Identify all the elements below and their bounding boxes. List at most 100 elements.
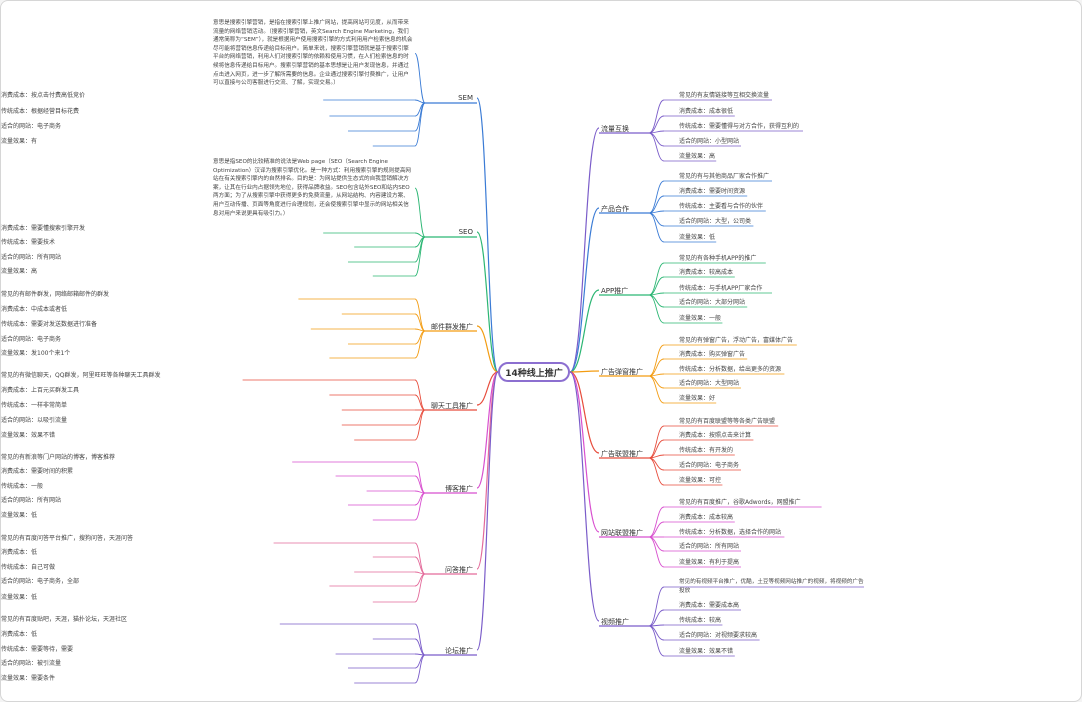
branch-left-5-item-0: 常见的有百度问答平台推广，搜狗问答，天涯问答	[1, 535, 134, 542]
link-left-0-4	[414, 102, 426, 147]
branch-left-3-item-2: 传统成本：一样非常简单	[1, 402, 68, 409]
link-root-right-5	[569, 371, 600, 533]
branch-left-6[interactable]: 论坛推广	[445, 647, 473, 655]
branch-right-4-item-4: 流量效果：可控	[679, 477, 722, 484]
branch-left-4-item-0: 常见的有新浪等门户网站的博客，博客推荐	[1, 454, 116, 461]
link-root-right-6	[569, 371, 600, 622]
branch-left-3-item-3: 适合的网站：以吸引流量	[1, 417, 68, 424]
link-right-5-1	[648, 521, 665, 538]
branch-left-6-item-3: 适合的网站：被引流量	[1, 660, 62, 667]
branch-right-6-item-1: 消费成本：需要成本高	[679, 602, 740, 609]
branch-left-1[interactable]: SEO	[458, 228, 473, 236]
branch-right-2-item-4: 流量效果：一般	[679, 315, 722, 322]
branch-right-0-item-0: 常见的有友情链接等互相交换流量	[679, 92, 770, 99]
branch-right-4-item-2: 传统成本：有开发的	[679, 447, 734, 454]
branch-right-6-item-3: 适合的网站：对视频要求较高	[679, 632, 758, 639]
branch-right-3-item-3: 适合的网站：大型网站	[679, 380, 740, 387]
branch-right-0-item-4: 流量效果：高	[679, 153, 716, 160]
link-right-5-0	[648, 506, 665, 538]
branch-left-0[interactable]: SEM	[458, 94, 473, 102]
branch-right-5[interactable]: 网站联盟推广	[601, 529, 643, 537]
branch-right-1[interactable]: 产品合作	[601, 205, 629, 213]
branch-right-0-item-3: 适合的网站：小型网站	[679, 138, 740, 145]
branch-left-5[interactable]: 问答推广	[445, 566, 473, 574]
link-right-5-3	[648, 536, 665, 552]
link-right-0-3	[648, 132, 665, 147]
branch-right-3-item-2: 传统成本：分析数据，给出更多的资源	[679, 366, 782, 373]
branch-right-6[interactable]: 视频推广	[601, 618, 629, 626]
branch-left-2-item-3: 适合的网站：电子商务	[1, 336, 62, 343]
link-right-3-0	[648, 344, 665, 377]
branch-right-6-item-4: 流量效果：效果不错	[679, 648, 734, 655]
branch-right-6-item-0: 常见的有视频平台推广，优酷，土豆等视频网站推广的视频，将视频的广告投放	[679, 579, 864, 594]
branch-left-5-item-3: 适合的网站：电子商务，全部	[1, 578, 80, 585]
link-left-5-4	[414, 573, 426, 603]
branch-left-4-item-4: 流量效果：低	[1, 512, 38, 519]
link-root-left-0	[476, 97, 499, 373]
branch-left-1-paragraph: 意思是指SEO的比较精准的说法是Web page（SEO（Search Engi…	[213, 159, 412, 217]
link-root-left-6	[476, 371, 499, 651]
branch-right-1-item-3: 适合的网站：大型，公司类	[679, 218, 752, 225]
branch-right-3[interactable]: 广告弹窗推广	[601, 368, 643, 376]
link-right-3-4	[648, 375, 665, 404]
link-right-2-1	[648, 276, 665, 296]
link-right-1-4	[648, 212, 665, 243]
link-right-2-4	[648, 294, 665, 324]
link-root-left-4	[476, 371, 499, 489]
branch-left-0-paragraph: 意思是搜索引擎营销，是指在搜索引擎上推广网站，提高网站可见度，从而带来流量的网络…	[213, 20, 413, 87]
link-left-0-0	[414, 52, 426, 104]
branch-right-2-item-2: 传统成本：与手机APP厂家合作	[679, 285, 763, 292]
link-left-4-4	[414, 492, 426, 521]
link-root-left-1	[476, 231, 499, 373]
link-right-4-4	[648, 457, 665, 486]
branch-left-0-item-0: 消费成本：按点击付费高低竞价	[1, 92, 86, 99]
branch-right-6-item-2: 传统成本：较高	[679, 617, 722, 624]
branch-right-1-item-4: 流量效果：低	[679, 234, 716, 241]
branch-right-1-item-2: 传统成本：主要看与合作的伙伴	[679, 203, 764, 210]
link-root-left-3	[476, 371, 499, 406]
link-left-2-4	[414, 330, 426, 359]
branch-left-4-item-3: 适合的网站：所有网站	[1, 497, 62, 504]
branch-left-3-item-4: 流量效果：效果不错	[1, 432, 56, 439]
branch-left-2-item-2: 传统成本：需要对发送数据进行准备	[1, 321, 98, 328]
link-left-4-0	[414, 461, 426, 494]
branch-left-2[interactable]: 邮件群发推广	[431, 323, 473, 331]
branch-left-6-item-1: 消费成本：低	[1, 631, 38, 638]
link-root-left-5	[476, 371, 499, 570]
link-root-right-3	[569, 370, 600, 373]
branch-right-2[interactable]: APP推广	[601, 287, 629, 295]
branch-left-0-item-3: 流量效果：有	[1, 138, 38, 145]
branch-right-5-item-3: 适合的网站：所有网站	[679, 543, 740, 550]
root-node[interactable]: 14种线上推广	[498, 362, 570, 382]
branch-right-2-item-1: 消费成本：较高成本	[679, 269, 734, 276]
branch-left-4-item-2: 传统成本：一般	[1, 483, 44, 490]
branch-left-5-item-4: 流量效果：低	[1, 594, 38, 601]
link-left-5-0	[414, 542, 426, 575]
branch-right-5-item-2: 传统成本：分析数据，选择合作的网站	[679, 529, 782, 536]
link-right-6-4	[648, 625, 665, 657]
branch-right-0-item-2: 传统成本：需要懂得与对方合作，获得互利的	[679, 123, 800, 130]
branch-left-0-item-1: 传统成本：根据经营目标花费	[1, 108, 80, 115]
link-left-1-4	[414, 236, 426, 277]
branch-left-4[interactable]: 博客推广	[445, 485, 473, 493]
branch-left-3[interactable]: 聊天工具推广	[431, 402, 473, 410]
branch-left-4-item-1: 消费成本：需要时间的积累	[1, 468, 74, 475]
branch-right-4[interactable]: 广告联盟推广	[601, 450, 643, 458]
branch-left-2-item-0: 常见的有邮件群发，网络邮箱邮件的群发	[1, 291, 110, 298]
branch-right-4-item-1: 消费成本：按照点击来计算	[679, 432, 752, 439]
branch-left-1-item-3: 流量效果：高	[1, 268, 38, 275]
link-left-6-4	[414, 654, 426, 684]
branch-left-3-item-0: 常见的有微信聊天，QQ群发，阿里旺旺等各种聊天工具群发	[1, 372, 161, 379]
branch-left-3-item-1: 消费成本：上百元买群发工具	[1, 387, 80, 394]
link-root-right-1	[569, 207, 600, 373]
branch-right-3-item-4: 流量效果：好	[679, 395, 716, 402]
link-root-right-4	[569, 371, 600, 454]
link-right-0-0	[648, 99, 665, 134]
branch-left-6-item-0: 常见的有百度贴吧，天涯，猫扑论坛，天涯社区	[1, 616, 128, 623]
branch-right-0-item-1: 消费成本：成本很低	[679, 108, 734, 115]
branch-left-1-item-0: 消费成本：需要懂搜索引擎开发	[1, 225, 86, 232]
branch-right-0[interactable]: 流量互换	[601, 125, 629, 133]
branch-right-1-item-1: 消费成本：需要时间资源	[679, 188, 746, 195]
